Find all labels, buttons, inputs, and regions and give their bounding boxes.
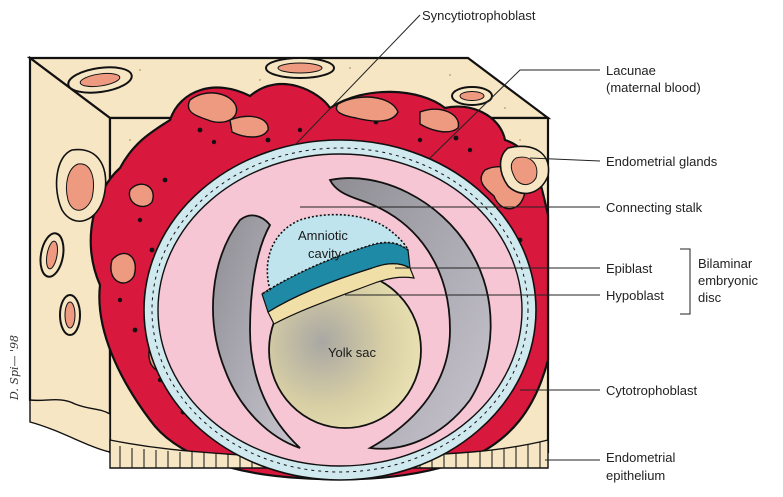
label-endometrial-glands: Endometrial glands xyxy=(606,154,718,169)
artist-signature: D. Spi— '98 xyxy=(8,335,21,401)
label-bilaminar-3: disc xyxy=(698,290,722,305)
label-endometrial-epithelium-sub: epithelium xyxy=(606,468,665,483)
label-bilaminar-2: embryonic xyxy=(698,273,758,288)
label-hypoblast: Hypoblast xyxy=(606,288,664,303)
label-epiblast: Epiblast xyxy=(606,261,653,276)
label-amniotic-cavity-sub: cavity xyxy=(308,246,342,261)
label-cytotrophoblast: Cytotrophoblast xyxy=(606,383,697,398)
label-lacunae: Lacunae xyxy=(606,63,656,78)
label-amniotic-cavity: Amniotic xyxy=(298,228,348,243)
label-syncytiotrophoblast: Syncytiotrophoblast xyxy=(422,8,536,23)
label-yolk-sac: Yolk sac xyxy=(328,345,376,360)
label-endometrial-epithelium: Endometrial xyxy=(606,450,675,465)
label-bilaminar-1: Bilaminar xyxy=(698,256,753,271)
label-lacunae-sub: (maternal blood) xyxy=(606,80,701,95)
label-connecting-stalk: Connecting stalk xyxy=(606,200,703,215)
